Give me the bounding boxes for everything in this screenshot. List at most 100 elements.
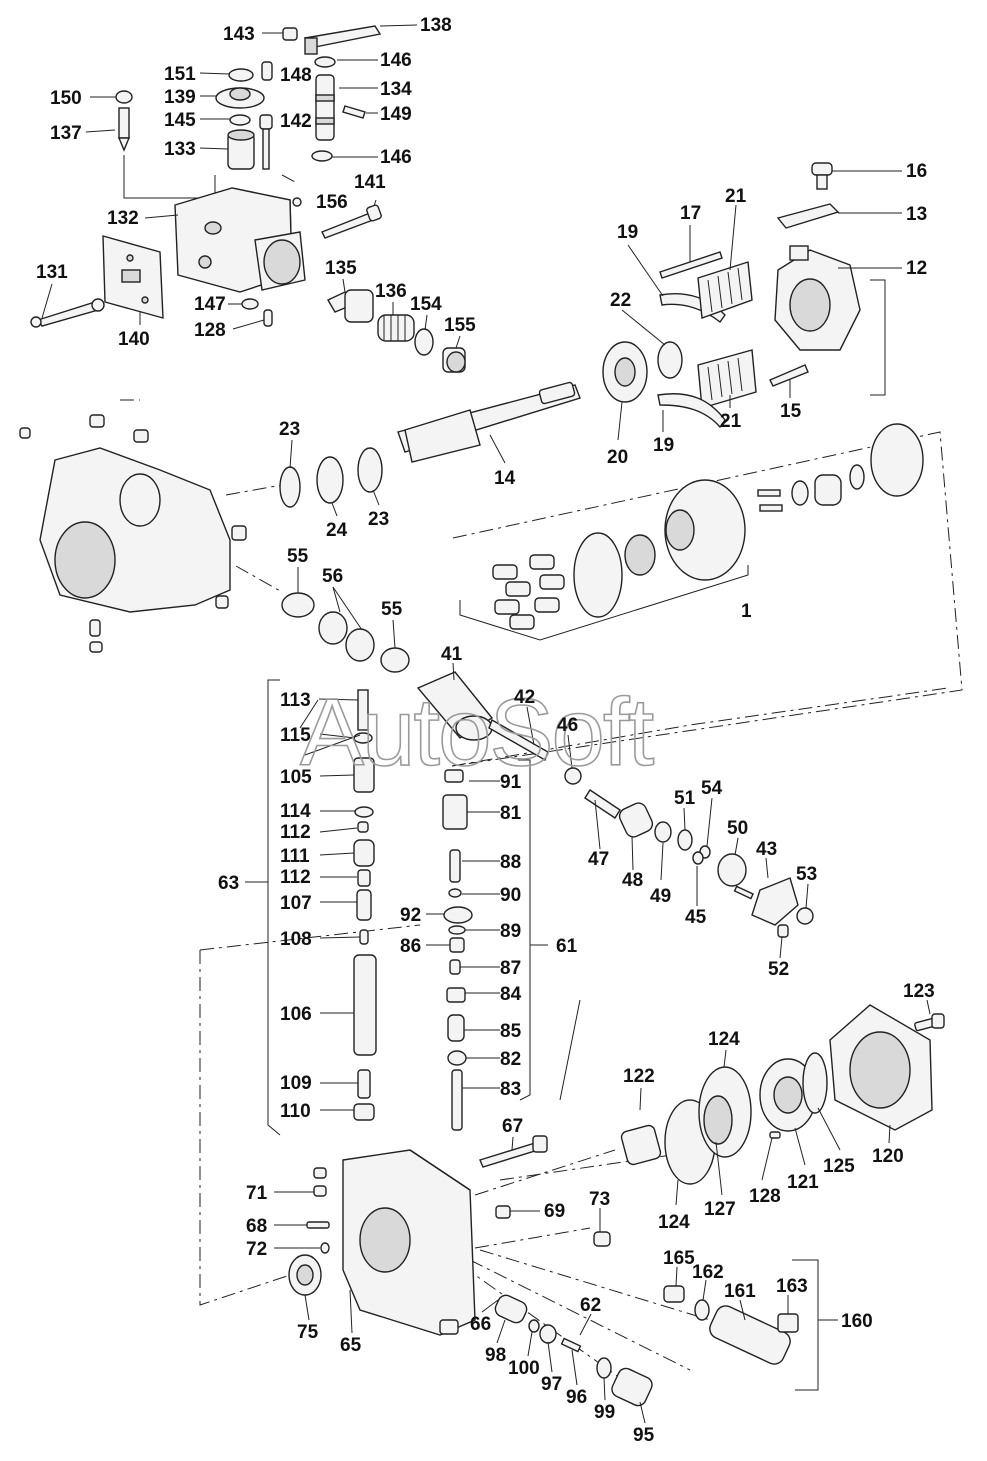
valve-column-left <box>353 689 377 1121</box>
plug-155 <box>442 347 466 373</box>
label-125: 125 <box>823 1156 855 1177</box>
adapter-165 <box>663 1285 685 1303</box>
pin-96 <box>560 1337 582 1353</box>
label-147: 147 <box>194 294 226 315</box>
label-24: 24 <box>326 520 348 541</box>
bushing-55a <box>281 592 315 618</box>
label-16: 16 <box>906 161 927 182</box>
oring-146a <box>314 56 336 68</box>
label-123: 123 <box>903 981 935 1002</box>
shaft-14 <box>397 381 581 463</box>
nut-53 <box>796 907 814 925</box>
label-120: 120 <box>872 1146 904 1167</box>
ring-147 <box>241 298 259 310</box>
pin-43b <box>733 885 754 900</box>
shell-19b <box>657 393 726 429</box>
ball-45 <box>692 851 704 865</box>
label-127: 127 <box>704 1199 736 1220</box>
oring-145 <box>229 114 251 126</box>
label-19: 19 <box>617 222 638 243</box>
label-42: 42 <box>514 687 535 708</box>
valve-column-middle <box>442 769 473 1131</box>
oring-146b <box>311 150 333 162</box>
label-124: 124 <box>708 1029 740 1050</box>
nut-150 <box>115 90 133 104</box>
label-73: 73 <box>589 1189 610 1210</box>
label-99: 99 <box>594 1402 615 1423</box>
washer-151 <box>228 68 254 82</box>
label-121: 121 <box>787 1172 819 1193</box>
control-housing-65 <box>342 1149 476 1336</box>
leader-lines <box>41 24 931 1424</box>
washer-24 <box>316 456 344 504</box>
key-17 <box>659 251 723 279</box>
label-71: 71 <box>246 1183 268 1204</box>
bearing-21a <box>697 261 753 319</box>
plate-139 <box>215 87 265 109</box>
label-110: 110 <box>280 1101 311 1122</box>
label-146: 146 <box>380 147 412 168</box>
label-95: 95 <box>633 1425 655 1446</box>
oring-50 <box>717 853 747 887</box>
label-86: 86 <box>400 936 421 957</box>
snapring-23b <box>357 447 383 493</box>
label-48: 48 <box>622 870 643 891</box>
label-112: 112 <box>280 867 311 888</box>
label-148: 148 <box>280 65 312 86</box>
label-1: 1 <box>741 601 752 622</box>
ring-51 <box>677 829 693 851</box>
label-135: 135 <box>325 258 357 279</box>
pistons <box>492 554 565 630</box>
label-96: 96 <box>566 1387 587 1408</box>
parts <box>19 25 945 1407</box>
label-66: 66 <box>470 1314 491 1335</box>
label-90: 90 <box>500 885 521 906</box>
label-161: 161 <box>724 1281 756 1302</box>
label-108: 108 <box>280 929 312 950</box>
swashplate-12 <box>774 245 861 351</box>
block-132 <box>174 187 306 293</box>
label-63: 63 <box>218 873 239 894</box>
label-87: 87 <box>500 958 521 979</box>
label-149: 149 <box>380 104 412 125</box>
label-62: 62 <box>580 1295 601 1316</box>
screw-143 <box>282 27 298 41</box>
label-151: 151 <box>164 64 196 85</box>
bar-13 <box>776 203 840 229</box>
label-55: 55 <box>381 599 403 620</box>
label-150: 150 <box>50 88 82 109</box>
lever-131 <box>30 298 105 328</box>
label-52: 52 <box>768 959 789 980</box>
label-111: 111 <box>280 846 310 867</box>
label-92: 92 <box>400 905 421 926</box>
pump-housing <box>19 414 247 653</box>
bracket-lines <box>123 155 886 1391</box>
oring-162 <box>694 1299 710 1321</box>
ring-56a <box>318 611 348 645</box>
seat-49 <box>654 821 672 843</box>
label-122: 122 <box>623 1066 655 1087</box>
ring-100 <box>528 1319 540 1333</box>
bushing-55b <box>380 647 410 673</box>
label-20: 20 <box>607 447 628 468</box>
plug-95 <box>611 1367 653 1407</box>
label-72: 72 <box>246 1239 267 1260</box>
label-84: 84 <box>500 984 522 1005</box>
label-140: 140 <box>118 329 150 350</box>
label-54: 54 <box>701 778 723 799</box>
bolt-141 <box>321 204 382 239</box>
screw-16 <box>811 162 833 190</box>
pin-149 <box>342 105 366 119</box>
snapring-23a <box>279 466 301 508</box>
screw-148 <box>261 61 273 81</box>
bearing-20 <box>602 341 648 403</box>
label-12: 12 <box>906 258 927 279</box>
label-154: 154 <box>410 294 442 315</box>
bar-138 <box>303 25 382 55</box>
spring-48 <box>618 802 654 838</box>
plug-73 <box>593 1231 611 1247</box>
label-45: 45 <box>685 907 707 928</box>
label-134: 134 <box>380 79 412 100</box>
oring-99 <box>596 1357 612 1379</box>
